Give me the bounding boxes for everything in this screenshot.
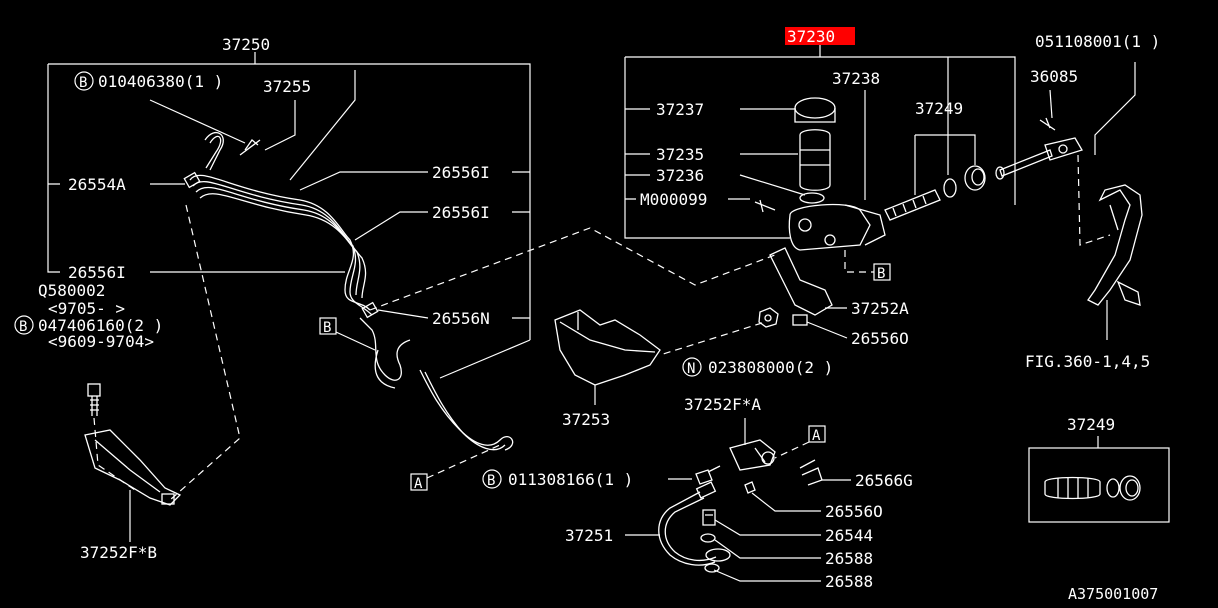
label-37237[interactable]: 37237 (656, 100, 704, 119)
label-26566G[interactable]: 26566G (855, 471, 913, 490)
bracket-37252F-B (84, 429, 182, 506)
leader-26588-a (714, 539, 821, 559)
label-b-range: <9609-9704> (48, 332, 154, 351)
leader-26588-b (713, 569, 821, 582)
label-26556I-b[interactable]: 26556I (432, 203, 490, 222)
label-37230[interactable]: 37230 (787, 27, 835, 46)
label-37251[interactable]: 37251 (565, 526, 613, 545)
label-26556I-c[interactable]: 26556I (68, 263, 126, 282)
label-26556N[interactable]: 26556N (432, 309, 490, 328)
leader-37249-a (914, 57, 976, 195)
label-26554A[interactable]: 26554A (68, 175, 126, 194)
bolt-b-circle (74, 71, 94, 91)
nut-023808000 (758, 307, 779, 328)
union-bolt-26544 (702, 509, 716, 526)
ref-box-b-left-letter: B (323, 320, 331, 336)
leader-26556N (377, 309, 530, 319)
label-37238[interactable]: 37238 (832, 69, 880, 88)
dashed-rod-pedal (1077, 154, 1111, 246)
label-fig-360[interactable]: FIG.360-1,4,5 (1025, 352, 1150, 371)
bolt-b-letter: B (79, 75, 87, 91)
label-26556I-a[interactable]: 26556I (432, 163, 490, 182)
master-cylinder-37230 (754, 97, 886, 251)
nut-n-letter: N (687, 361, 695, 377)
dashed-bolt-bracket (93, 417, 136, 491)
ref-box-a-left[interactable] (410, 473, 428, 491)
label-37252F-A[interactable]: 37252F*A (684, 395, 761, 414)
label-26588-a[interactable]: 26588 (825, 549, 873, 568)
leader-37255 (149, 70, 356, 181)
leader-26556O-a (806, 321, 848, 339)
label-023808000[interactable]: 023808000(2 ) (708, 358, 833, 377)
dashed-nut-cover (659, 322, 763, 356)
label-37253[interactable]: 37253 (562, 410, 610, 429)
label-26556O-b[interactable]: 26556O (825, 502, 883, 521)
bolt-b3-circle (482, 469, 502, 489)
leader-36085 (1049, 89, 1053, 119)
kit-box-37249 (1028, 447, 1170, 523)
label-37249-b[interactable]: 37249 (1067, 415, 1115, 434)
leader-26556O-b (751, 492, 821, 512)
label-047406160[interactable]: 047406160(2 ) (38, 316, 163, 335)
leader-box-b-left (335, 331, 376, 351)
push-rod (995, 117, 1083, 180)
leader-box-b-right (844, 250, 874, 273)
bolt-047406160 (87, 383, 101, 416)
piston-assembly-37249 (884, 165, 986, 221)
nut-n-circle (682, 357, 702, 377)
label-010406380[interactable]: 010406380(1 ) (98, 72, 223, 91)
label-37236[interactable]: 37236 (656, 166, 704, 185)
bracket-37252A (769, 247, 833, 326)
label-26544[interactable]: 26544 (825, 526, 873, 545)
label-q-range: <9705- > (48, 299, 125, 318)
bolt-b2-letter: B (19, 319, 27, 335)
diagram-id: A375001007 (1068, 585, 1158, 603)
label-37252A[interactable]: 37252A (851, 299, 909, 318)
bracket-37252F-A (729, 439, 776, 471)
ref-box-b-right-letter: B (877, 266, 885, 282)
label-37235[interactable]: 37235 (656, 145, 704, 164)
bolt-b3-letter: B (487, 473, 495, 489)
ref-box-b-left[interactable] (319, 317, 337, 335)
label-Q580002[interactable]: Q580002 (38, 281, 105, 300)
ref-box-a-left-letter: A (414, 476, 423, 492)
leader-26544 (714, 519, 821, 536)
highlight-37230 (785, 27, 855, 45)
label-26588-b[interactable]: 26588 (825, 572, 873, 591)
label-37249-a[interactable]: 37249 (915, 99, 963, 118)
bracket-37230 (624, 45, 1016, 239)
hose-37251 (658, 481, 717, 566)
leader-box-a-left (426, 444, 501, 479)
leader-37236 (625, 174, 806, 196)
pipe-bundle-26554A (183, 131, 514, 451)
leader-box-a-right (774, 441, 810, 459)
label-37252F-B[interactable]: 37252F*B (80, 543, 157, 562)
clip-26566G (799, 459, 823, 486)
clutch-pedal (1087, 184, 1143, 306)
leader-26556I-a (299, 171, 530, 191)
label-M000099[interactable]: M000099 (640, 190, 707, 209)
label-26556O-a[interactable]: 26556O (851, 329, 909, 348)
label-37250[interactable]: 37250 (222, 35, 270, 54)
grommet-26556O (744, 481, 756, 494)
label-051108001[interactable]: 051108001(1 ) (1035, 32, 1160, 51)
washers-26588 (700, 533, 731, 573)
bolt-011308166 (695, 465, 721, 485)
bracket-37250 (47, 52, 531, 340)
ref-box-a-right-letter: A (812, 428, 821, 444)
bolt-b2-circle (14, 315, 34, 335)
kit-37249-parts (1044, 475, 1141, 501)
label-011308166[interactable]: 011308166(1 ) (508, 470, 633, 489)
dashed-link-bracket-b (169, 204, 241, 501)
pipe-to-bracket (439, 339, 531, 379)
leader-051108001 (1094, 62, 1136, 155)
dashed-link-pipe-cylinder (369, 227, 776, 311)
label-36085[interactable]: 36085 (1030, 67, 1078, 86)
leader-26556I-b (354, 211, 530, 241)
cover-37253 (554, 309, 661, 386)
ref-box-a-right[interactable] (808, 425, 826, 443)
label-37255[interactable]: 37255 (263, 77, 311, 96)
